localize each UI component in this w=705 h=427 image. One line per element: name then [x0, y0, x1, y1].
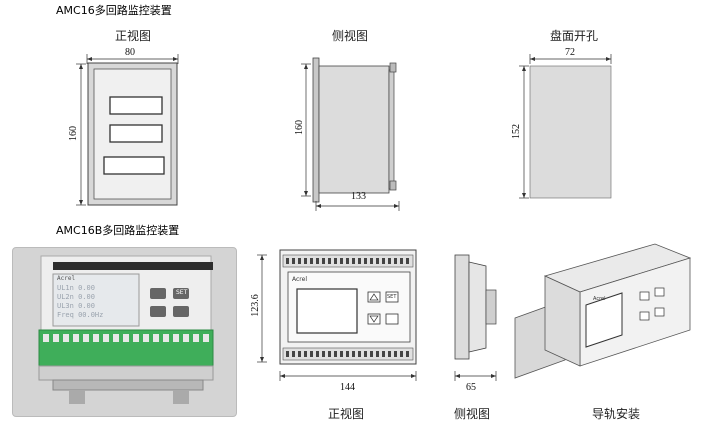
section2-title: AMC16B多回路监控装置 [56, 224, 180, 237]
b-front-view-label: 正视图 [328, 407, 365, 421]
cutout-view-label: 盘面开孔 [550, 29, 599, 43]
b-side-depth-dim: 65 [466, 382, 476, 393]
b-front-height-dim: 123.6 [249, 294, 261, 317]
photo-screen-line-2: UL2n 0.00 [57, 293, 95, 301]
photo-screen-line-1: UL1n 0.00 [57, 284, 95, 292]
b-front-brand: Acrel [292, 276, 307, 283]
side-depth-dim: 133 [351, 191, 366, 202]
b-front-set-key: SET [387, 294, 397, 300]
rail-brand: Acrel [593, 296, 606, 302]
front-width-dim: 80 [125, 47, 135, 58]
photo-screen-line-4: Freq 00.0Hz [57, 311, 104, 319]
front-view-label: 正视图 [115, 29, 152, 43]
rail-view-label: 导轨安装 [592, 407, 641, 421]
cutout-width-dim: 72 [565, 47, 575, 58]
photo-brand: Acrel [57, 275, 76, 282]
section1-title: AMC16多回路监控装置 [56, 4, 172, 17]
b-side-view-label: 侧视图 [454, 407, 491, 421]
b-front-width-dim: 144 [340, 382, 355, 393]
side-view-label: 侧视图 [332, 29, 369, 43]
photo-set-key: SET [176, 289, 188, 296]
photo-screen-line-3: UL3n 0.00 [57, 302, 95, 310]
device-photo: Acrel UL1n 0.00 UL2n 0.00 UL3n 0.00 Freq… [12, 247, 237, 417]
